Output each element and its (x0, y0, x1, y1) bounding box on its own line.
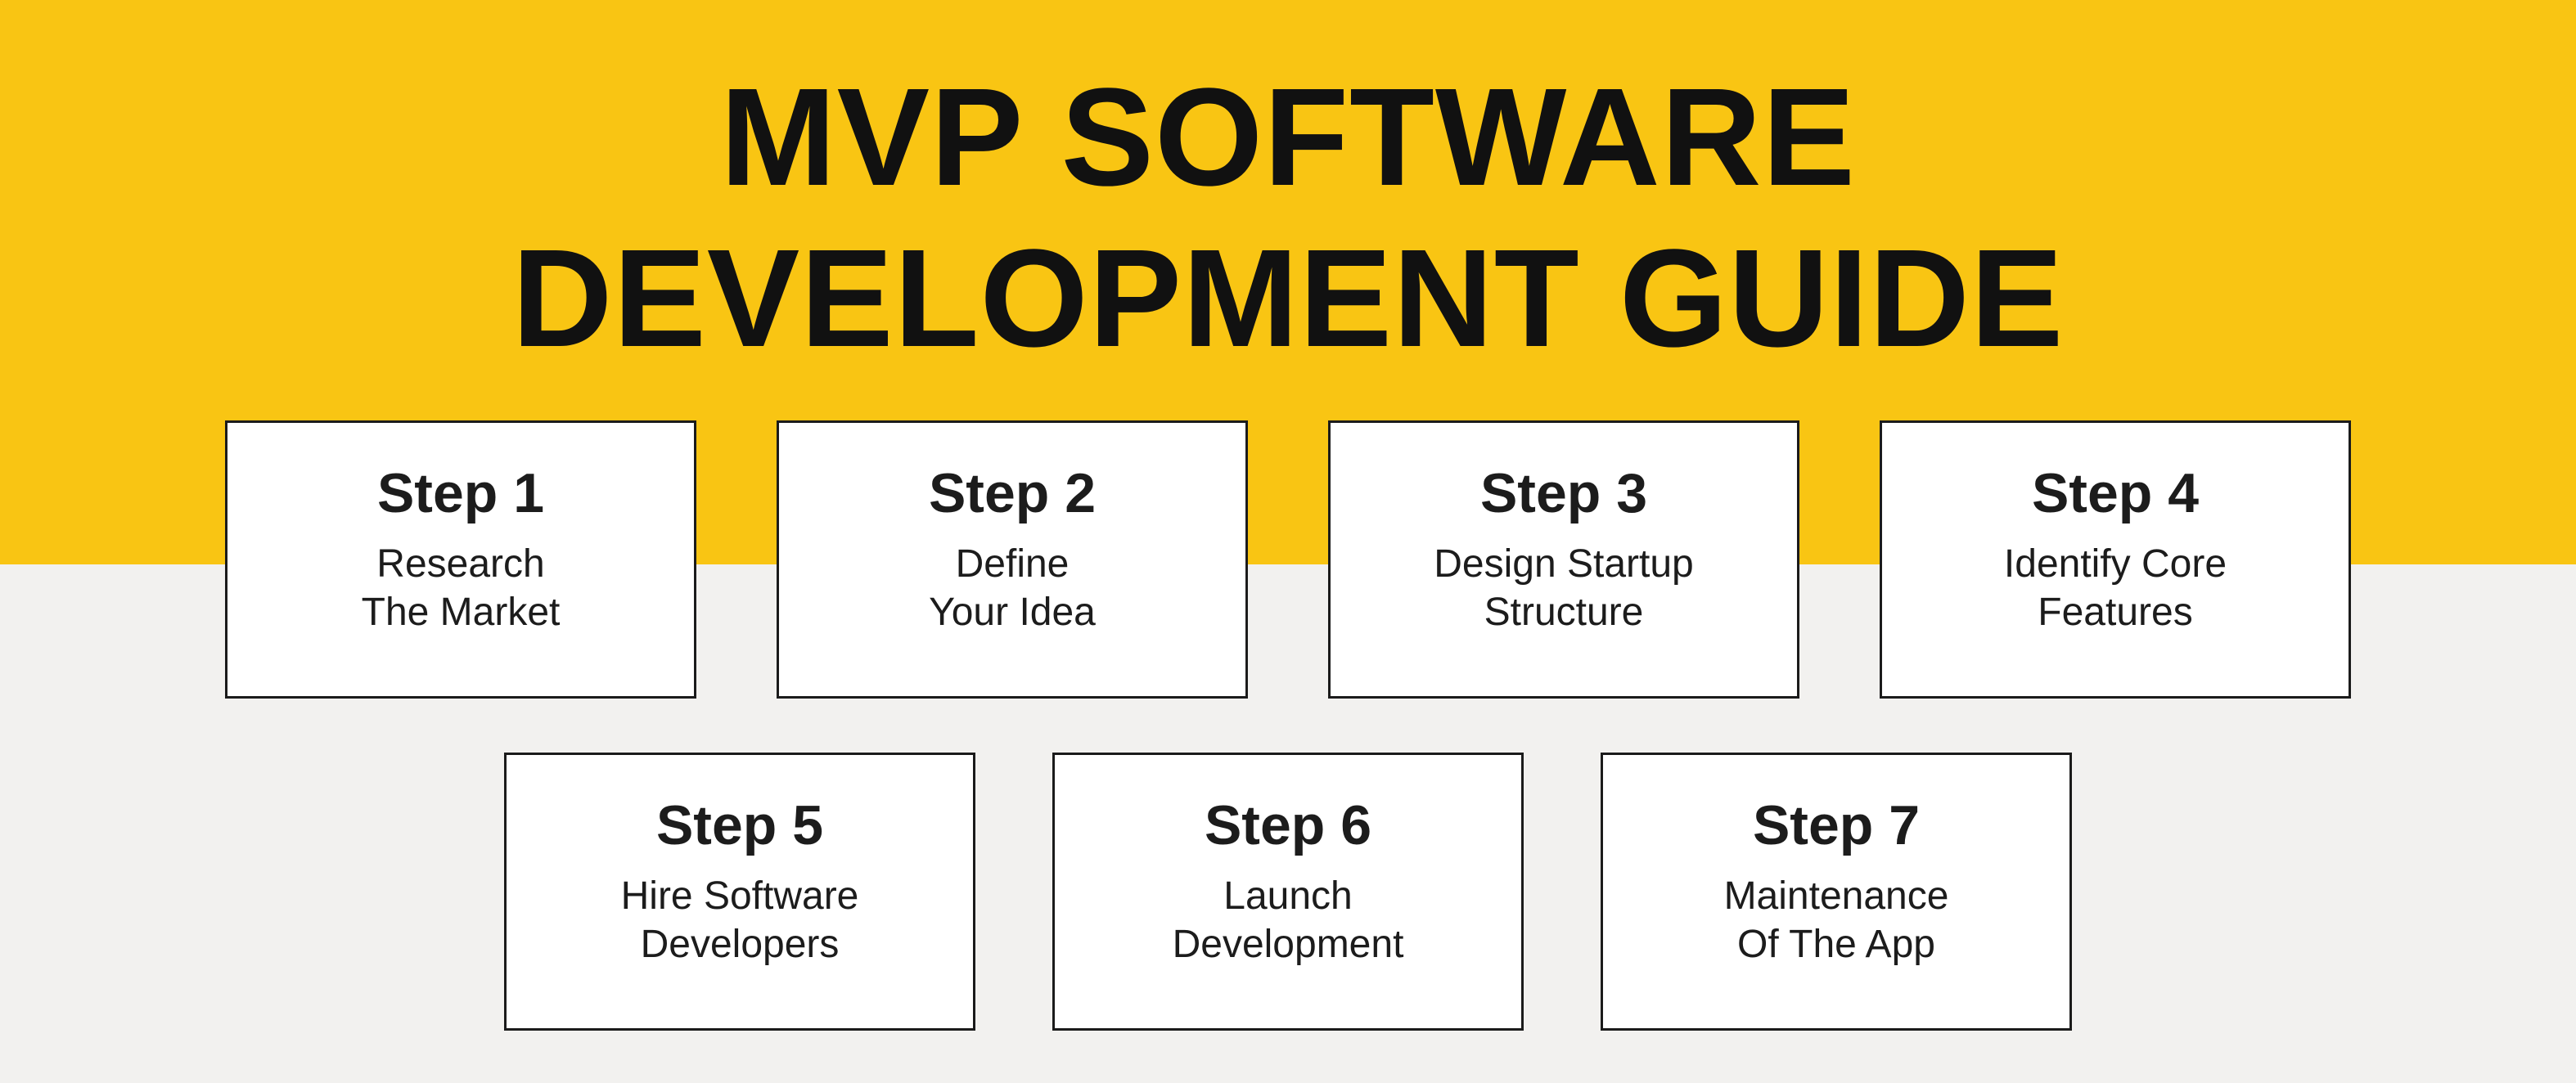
step-description-line: Development (1172, 922, 1404, 966)
page-title-line-1: MVP SOFTWARE (720, 60, 1856, 215)
step-description-line: Research (376, 542, 545, 586)
steps-row-1: Step 1 Research The Market Step 2 Define… (0, 420, 2576, 699)
step-description-line: Hire Software (620, 874, 859, 919)
step-description-line: Developers (640, 922, 840, 966)
step-card: Step 4 Identify Core Features (1880, 420, 2351, 699)
step-title: Step 4 (2031, 462, 2200, 524)
step-description-line: Features (2038, 590, 2193, 634)
step-description-line: The Market (361, 590, 561, 634)
step-description-line: Your Idea (929, 590, 1096, 634)
step-description-line: Launch (1223, 874, 1353, 919)
step-card: Step 2 Define Your Idea (777, 420, 1248, 699)
step-card: Step 1 Research The Market (225, 420, 696, 699)
step-card: Step 6 Launch Development (1052, 753, 1524, 1031)
step-description-line: Structure (1484, 590, 1644, 634)
page-title-line-2: DEVELOPMENT GUIDE (511, 221, 2065, 377)
step-description-line: Define (955, 542, 1070, 586)
step-title: Step 2 (928, 462, 1097, 524)
step-title: Step 5 (655, 794, 824, 856)
step-description: Design Startup Structure (1434, 541, 1694, 636)
step-title: Step 7 (1752, 794, 1921, 856)
step-description: Maintenance Of The App (1724, 873, 1949, 968)
step-card: Step 3 Design Startup Structure (1328, 420, 1799, 699)
step-description-line: Maintenance (1723, 874, 1949, 919)
step-title: Step 6 (1204, 794, 1372, 856)
step-card: Step 7 Maintenance Of The App (1601, 753, 2072, 1031)
step-description: Define Your Idea (929, 541, 1096, 636)
step-card: Step 5 Hire Software Developers (504, 753, 975, 1031)
step-description: Research The Market (362, 541, 561, 636)
step-description: Hire Software Developers (621, 873, 859, 968)
step-description: Launch Development (1173, 873, 1404, 968)
step-description-line: Design Startup (1434, 542, 1694, 586)
page-title: MVP SOFTWARE DEVELOPMENT GUIDE (0, 57, 2576, 380)
step-title: Step 3 (1479, 462, 1648, 524)
step-description-line: Identify Core (2003, 542, 2227, 586)
step-title: Step 1 (376, 462, 545, 524)
steps-row-2: Step 5 Hire Software Developers Step 6 L… (0, 753, 2576, 1031)
step-description: Identify Core Features (2004, 541, 2227, 636)
step-description-line: Of The App (1737, 922, 1935, 966)
